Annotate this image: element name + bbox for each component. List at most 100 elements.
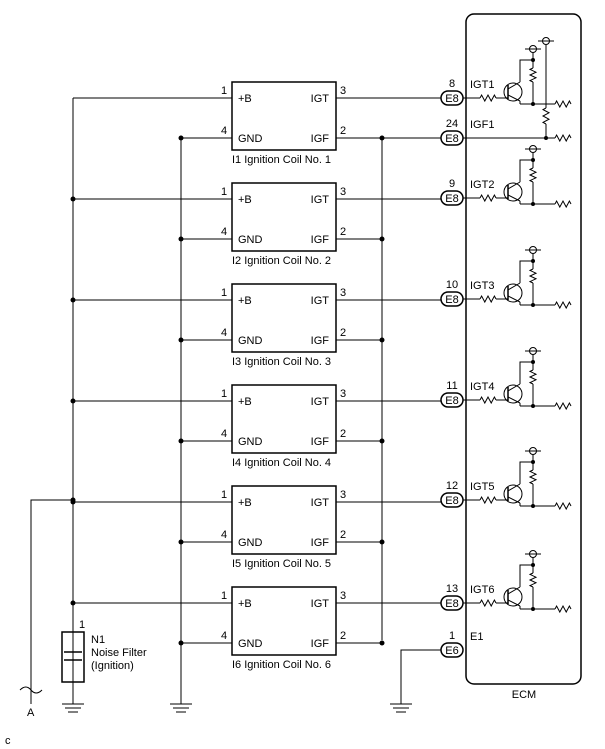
coil-name: I3 Ignition Coil No. 3 [232,356,331,368]
wire-a-label: A [27,707,35,719]
coil-igf-label: IGF [311,537,330,549]
coil-box [231,182,337,252]
ground-symbol-coils [170,703,192,713]
coil-plus-b-label: +B [238,93,252,105]
coil-name: I5 Ignition Coil No. 5 [232,558,331,570]
corner-mark: c [5,735,11,747]
coil-pin-igf: 2 [340,226,346,238]
coil-pin-igf: 2 [340,630,346,642]
ground-symbol-noise-filter [62,682,84,713]
connector-pin: 13 [446,583,458,595]
coil-pin-igt: 3 [340,287,346,299]
ecm-igf-circuit [463,37,572,143]
ignition-coil-2: +B GND IGT IGF 1 4 3 2 I2 Ignition Coil No. 2 [70,182,441,267]
coil-pin-igt: 3 [340,388,346,400]
coil-pin-igf: 2 [340,125,346,137]
coil-box [231,586,337,656]
ecm-driver-circuit-5 [463,447,572,511]
coil-gnd-label: GND [238,436,263,448]
coil-pin-b: 1 [221,186,227,198]
coil-igt-label: IGT [311,93,330,105]
coil-gnd-label: GND [238,335,263,347]
coil-pin-b: 1 [221,388,227,400]
coil-pin-igt: 3 [340,489,346,501]
coil-pin-gnd: 4 [221,226,227,238]
signal-label: IGT3 [470,280,494,292]
noise-filter-name: Noise Filter [91,647,147,659]
ecm-connector-igt3: E8 10 IGT3 [440,279,494,307]
noise-filter-id: N1 [91,634,105,646]
signal-label: IGT6 [470,584,494,596]
coil-igf-label: IGF [311,335,330,347]
coil-plus-b-label: +B [238,194,252,206]
coil-igt-label: IGT [311,194,330,206]
coil-name: I2 Ignition Coil No. 2 [232,255,331,267]
coil-igt-label: IGT [311,598,330,610]
coil-igt-label: IGT [311,295,330,307]
coil-plus-b-label: +B [238,497,252,509]
coil-name: I4 Ignition Coil No. 4 [232,457,331,469]
ecm-label: ECM [512,689,536,701]
connector-id: E8 [445,133,458,145]
coil-pin-igt: 3 [340,590,346,602]
coil-plus-b-label: +B [238,295,252,307]
signal-label: IGT5 [470,481,494,493]
coil-plus-b-label: +B [238,598,252,610]
signal-label: E1 [470,631,483,643]
coil-gnd-label: GND [238,234,263,246]
wire-a [30,499,73,704]
noise-filter-pin: 1 [79,619,85,631]
ground-symbol-ecm [390,649,441,713]
coil-igt-label: IGT [311,497,330,509]
coil-pin-gnd: 4 [221,428,227,440]
coil-box [231,283,337,353]
coil-box [231,485,337,555]
ecm-driver-circuit-4 [463,347,572,411]
coil-pin-gnd: 4 [221,125,227,137]
ignition-coil-5: +B GND IGT IGF 1 4 3 2 I5 Ignition Coil No. 5 [70,485,441,570]
coil-gnd-label: GND [238,133,263,145]
coil-igf-label: IGF [311,133,330,145]
coil-pin-b: 1 [221,85,227,97]
signal-label: IGT4 [470,381,494,393]
signal-label: IGT2 [470,179,494,191]
ecm-driver-circuit-2 [463,145,572,209]
coil-pin-b: 1 [221,489,227,501]
connector-id: E8 [445,395,458,407]
connector-id: E8 [445,598,458,610]
ecm-box [465,13,582,685]
signal-label: IGT1 [470,79,494,91]
connector-pin: 10 [446,279,458,291]
signal-label: IGF1 [470,119,494,131]
noise-filter-sub: (Ignition) [91,660,134,672]
coil-name: I1 Ignition Coil No. 1 [232,154,331,166]
coil-pin-gnd: 4 [221,529,227,541]
connector-pin: 11 [446,380,457,392]
connector-pin: 12 [446,480,458,492]
coil-pin-gnd: 4 [221,630,227,642]
ecm-connector-igt6: E8 13 IGT6 [440,583,494,611]
connector-id: E8 [445,93,458,105]
coil-box [231,384,337,454]
coil-pin-igf: 2 [340,529,346,541]
coil-igf-label: IGF [311,234,330,246]
connector-pin: 9 [449,178,455,190]
coil-pin-igt: 3 [340,186,346,198]
coil-gnd-label: GND [238,537,263,549]
connector-id: E8 [445,294,458,306]
coil-plus-b-label: +B [238,396,252,408]
ecm-driver-circuit-6 [463,550,572,614]
coil-igt-label: IGT [311,396,330,408]
coil-pin-igf: 2 [340,428,346,440]
coil-igf-label: IGF [311,638,330,650]
coil-pin-b: 1 [221,590,227,602]
